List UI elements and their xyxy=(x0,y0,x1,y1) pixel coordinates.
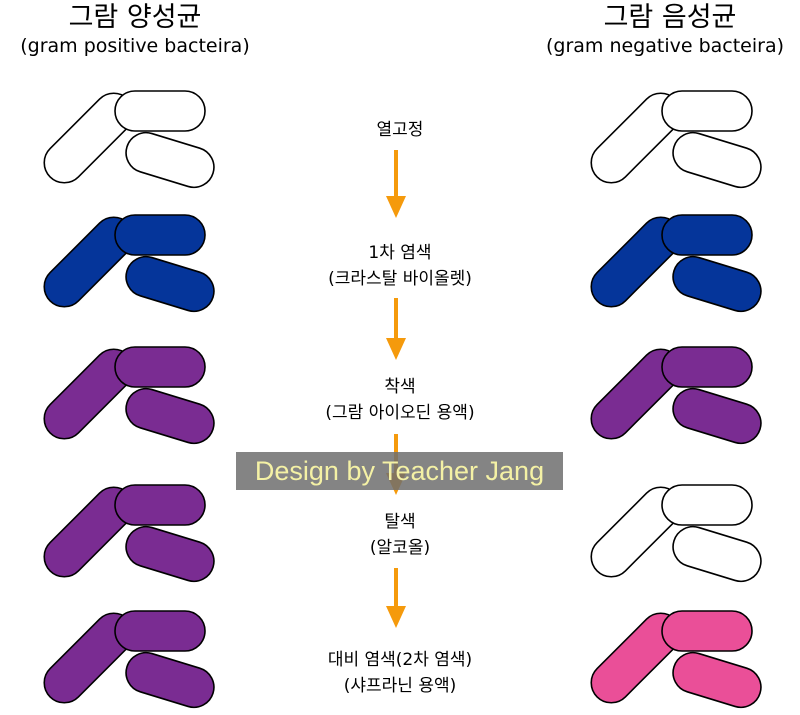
watermark: Design by Teacher Jang xyxy=(236,452,563,490)
step-primary-stain-label: 1차 염색 xyxy=(368,243,432,263)
bacterium-cell xyxy=(114,484,206,526)
bacterium-cell xyxy=(672,255,762,313)
bacterium-cell xyxy=(125,255,215,313)
step-primary-stain-reagent: (크라스탈 바이올렛) xyxy=(328,269,472,289)
step-decolorize-label: 탈색 xyxy=(384,512,416,532)
step-decolorize-reagent: (알코올) xyxy=(369,538,431,558)
bacterium-cell xyxy=(672,131,762,189)
bacterium-cell xyxy=(125,387,215,445)
negative-cell-cluster-3 xyxy=(590,346,762,445)
step-counterstain-reagent: (샤프라닌 용액) xyxy=(343,676,457,696)
bacterium-cell xyxy=(661,484,753,526)
step-counterstain: 대비 염색(2차 염색) (샤프라닌 용액) xyxy=(270,647,530,699)
step-arrow-2 xyxy=(386,298,406,360)
bacteria-cells xyxy=(43,90,762,709)
step-arrow-4 xyxy=(386,568,406,628)
step-mordant: 착색 (그람 아이오딘 용액) xyxy=(270,374,530,426)
step-mordant-reagent: (그람 아이오딘 용액) xyxy=(325,403,475,423)
bacterium-cell xyxy=(114,346,206,388)
step-heat-fix: 열고정 xyxy=(270,117,530,143)
bacterium-cell xyxy=(672,525,762,583)
left-column-subtitle: (gram positive bacteira) xyxy=(20,35,250,57)
right-column-title: 그람 음성균 xyxy=(603,2,737,33)
step-mordant-label: 착색 xyxy=(384,377,416,397)
bacterium-cell xyxy=(661,610,753,652)
bacterium-cell xyxy=(114,90,206,132)
bacterium-cell xyxy=(672,387,762,445)
positive-cell-cluster-2 xyxy=(43,214,215,313)
step-primary-stain: 1차 염색 (크라스탈 바이올렛) xyxy=(270,240,530,292)
step-arrow-1 xyxy=(386,150,406,218)
positive-cell-cluster-4 xyxy=(43,484,215,583)
bacterium-cell xyxy=(114,214,206,256)
step-decolorize: 탈색 (알코올) xyxy=(270,509,530,561)
bacterium-cell xyxy=(125,525,215,583)
right-column-subtitle: (gram negative bacteira) xyxy=(545,35,785,57)
bacterium-cell xyxy=(661,90,753,132)
bacterium-cell xyxy=(114,610,206,652)
negative-cell-cluster-1 xyxy=(590,90,762,189)
positive-cell-cluster-3 xyxy=(43,346,215,445)
positive-cell-cluster-1 xyxy=(43,90,215,189)
negative-cell-cluster-2 xyxy=(590,214,762,313)
bacterium-cell xyxy=(672,651,762,709)
negative-cell-cluster-5 xyxy=(590,610,762,709)
bacterium-cell xyxy=(661,346,753,388)
bacterium-cell xyxy=(661,214,753,256)
negative-cell-cluster-4 xyxy=(590,484,762,583)
bacterium-cell xyxy=(125,651,215,709)
step-counterstain-label: 대비 염색(2차 염색) xyxy=(327,650,473,670)
step-heat-fix-label: 열고정 xyxy=(376,120,424,140)
left-column-title: 그람 양성균 xyxy=(68,2,202,33)
positive-cell-cluster-5 xyxy=(43,610,215,709)
bacterium-cell xyxy=(125,131,215,189)
